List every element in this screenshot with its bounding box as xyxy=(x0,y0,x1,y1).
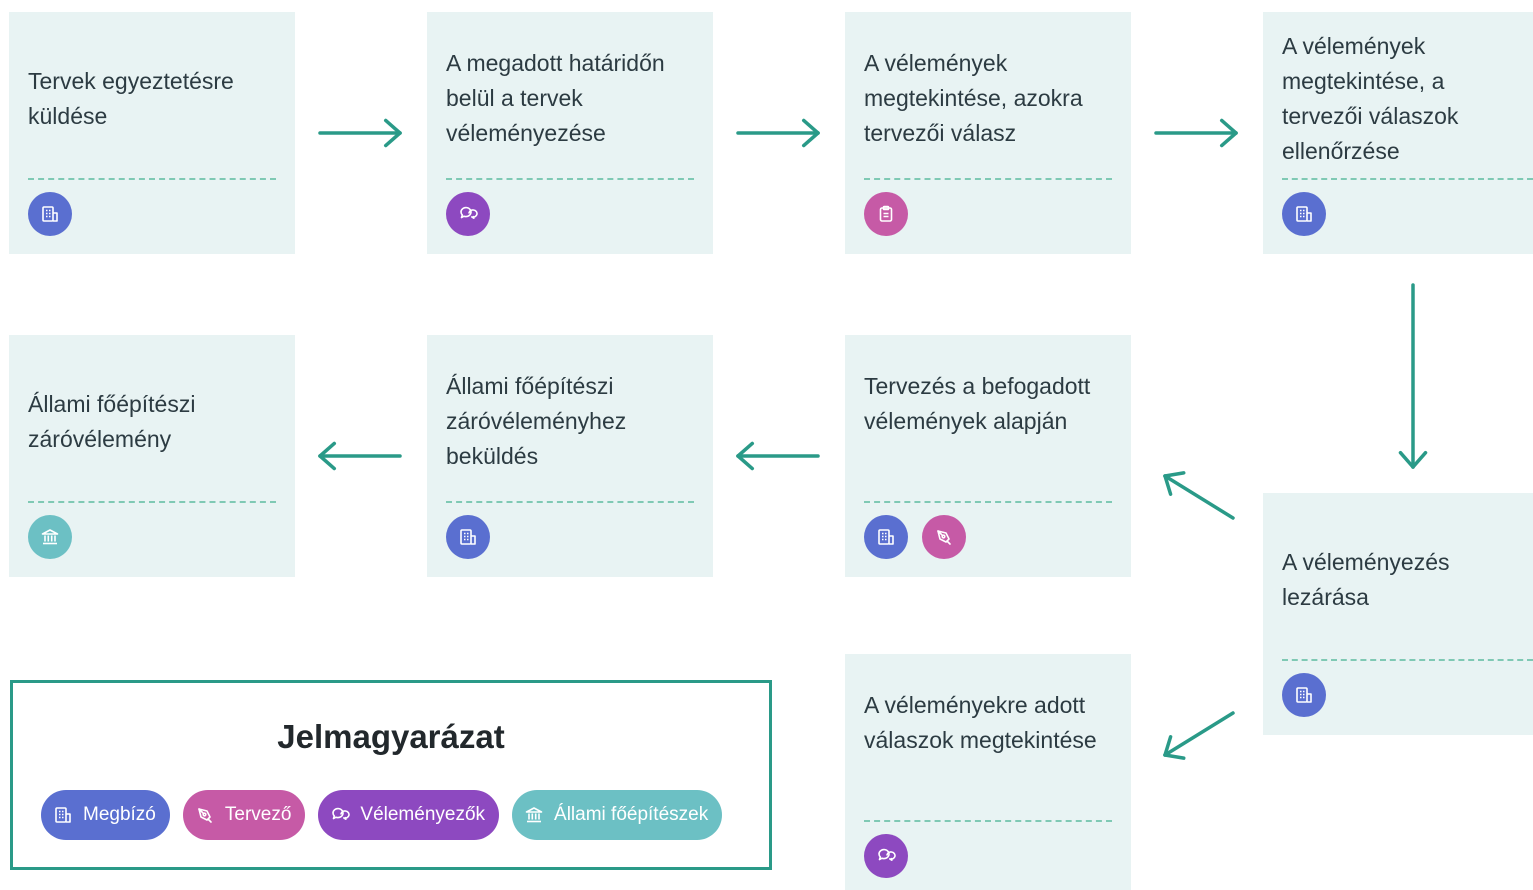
legend-item-label: Tervező xyxy=(224,804,292,825)
process-step-card: A véleményezés lezárása xyxy=(1263,493,1533,735)
building-icon xyxy=(446,515,490,559)
building-icon xyxy=(28,192,72,236)
chat-bubbles-icon xyxy=(864,834,908,878)
process-step-text: A vélemények megtekintése, azokra tervez… xyxy=(864,50,1083,146)
institution-icon xyxy=(524,805,554,825)
pen-nib-icon xyxy=(195,805,225,825)
process-step-roles xyxy=(1282,192,1326,236)
chat-bubbles-icon xyxy=(330,805,360,825)
arrow-step8-to-step9 xyxy=(318,441,402,471)
process-step-separator xyxy=(1282,178,1533,180)
building-icon xyxy=(864,515,908,559)
arrow-step5-to-step6 xyxy=(1163,711,1235,760)
process-step-separator xyxy=(28,178,276,180)
process-step-text: A véleményekre adott válaszok megtekinté… xyxy=(864,692,1097,753)
building-icon xyxy=(53,805,83,825)
clipboard-icon xyxy=(864,192,908,236)
process-step-roles xyxy=(864,834,908,878)
process-step-separator xyxy=(28,501,276,503)
process-step-text: Állami főépítészi záróvélemény xyxy=(28,391,196,452)
legend: Jelmagyarázat Megbízó Tervező Véleményezők… xyxy=(10,680,772,870)
process-step-text: Tervek egyeztetésre küldése xyxy=(28,68,234,129)
arrow-step5-to-step7 xyxy=(1163,471,1235,520)
process-step-card: Tervek egyeztetésre küldése xyxy=(9,12,295,254)
legend-item-label: Megbízó xyxy=(83,804,156,825)
process-step-text: A vélemények megtekintése, a tervezői vá… xyxy=(1282,33,1459,164)
legend-item-allami: Állami főépítészek xyxy=(512,790,723,840)
legend-item-velemeny: Véleményezők xyxy=(318,790,500,840)
legend-item-label: Állami főépítészek xyxy=(554,804,709,825)
process-step-card: A megadott határidőn belül a tervek véle… xyxy=(427,12,713,254)
process-step-separator xyxy=(1282,659,1533,661)
process-step-separator xyxy=(446,178,694,180)
chat-bubbles-icon xyxy=(446,192,490,236)
process-step-text: Tervezés a befogadott vélemények alapján xyxy=(864,373,1091,434)
process-step-card: Állami főépítészi záróvéleményhez beküld… xyxy=(427,335,713,577)
building-icon xyxy=(1282,192,1326,236)
process-step-card: A vélemények megtekintése, azokra tervez… xyxy=(845,12,1131,254)
legend-item-label: Véleményezők xyxy=(360,804,486,825)
legend-title: Jelmagyarázat xyxy=(277,718,505,755)
process-step-card: Tervezés a befogadott vélemények alapján xyxy=(845,335,1131,577)
process-step-roles xyxy=(446,192,490,236)
legend-item-tervezo: Tervező xyxy=(182,790,306,840)
process-step-separator xyxy=(864,501,1112,503)
process-step-card: A véleményekre adott válaszok megtekinté… xyxy=(845,654,1131,890)
building-icon xyxy=(1282,673,1326,717)
process-step-roles xyxy=(864,192,908,236)
process-step-roles xyxy=(864,515,966,559)
process-step-separator xyxy=(446,501,694,503)
legend-item-megbizo: Megbízó xyxy=(41,790,170,840)
legend-items: Megbízó Tervező Véleményezők Állami főépíté… xyxy=(41,790,723,840)
process-step-roles xyxy=(28,192,72,236)
process-step-card: A vélemények megtekintése, a tervezői vá… xyxy=(1263,12,1533,254)
process-step-separator xyxy=(864,178,1112,180)
process-step-separator xyxy=(864,820,1112,822)
process-step-text: A megadott határidőn belül a tervek véle… xyxy=(446,50,665,146)
process-step-roles xyxy=(28,515,72,559)
process-step-roles xyxy=(1282,673,1326,717)
arrow-step7-to-step8 xyxy=(736,441,820,471)
process-step-text: A véleményezés lezárása xyxy=(1282,549,1450,610)
process-step-card: Állami főépítészi záróvélemény xyxy=(9,335,295,577)
institution-icon xyxy=(28,515,72,559)
process-step-text: Állami főépítészi záróvéleményhez beküld… xyxy=(446,373,627,469)
arrow-step2-to-step3 xyxy=(736,118,820,148)
process-step-roles xyxy=(446,515,490,559)
pen-nib-icon xyxy=(922,515,966,559)
arrow-step3-to-step4 xyxy=(1154,118,1238,148)
arrow-step1-to-step2 xyxy=(318,118,402,148)
arrow-step4-to-step5 xyxy=(1398,283,1428,469)
